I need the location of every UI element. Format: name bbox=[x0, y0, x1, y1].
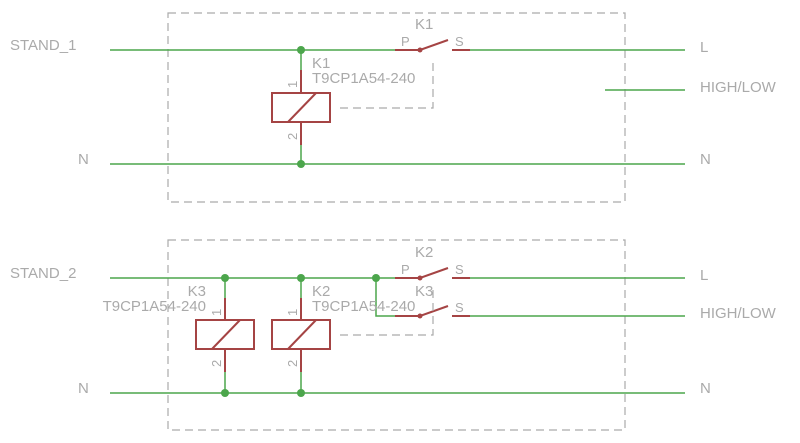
net-label: N bbox=[78, 151, 89, 168]
part-value: T9CP1A54-240 bbox=[312, 298, 415, 315]
relay-coil-k3[interactable] bbox=[195, 298, 255, 372]
circuit-2: STAND_2 N L HIGH/LOW N K3 T9CP1A54-240 K… bbox=[10, 239, 777, 431]
part-name: K2 bbox=[415, 244, 433, 261]
net-label: STAND_2 bbox=[10, 265, 76, 282]
pin-label: P bbox=[401, 262, 410, 277]
pin-label: 1 bbox=[285, 309, 300, 316]
pin-label: 1 bbox=[285, 81, 300, 88]
junction bbox=[221, 389, 229, 397]
junction bbox=[297, 160, 305, 168]
mechanical-link bbox=[340, 286, 434, 336]
net-label: L bbox=[700, 39, 708, 56]
wires-1 bbox=[110, 49, 685, 165]
net-label: HIGH/LOW bbox=[700, 79, 777, 96]
net-label: N bbox=[700, 151, 711, 168]
net-label: STAND_1 bbox=[10, 37, 76, 54]
net-label: N bbox=[700, 380, 711, 397]
circuit-1: STAND_1 N L HIGH/LOW N K1 T9CP1A54-240 1… bbox=[10, 12, 777, 203]
part-name: K1 bbox=[415, 16, 433, 33]
net-label: HIGH/LOW bbox=[700, 305, 777, 322]
part-name: K3 bbox=[415, 283, 433, 300]
mechanical-link bbox=[340, 58, 434, 109]
part-name: K2 bbox=[312, 283, 330, 300]
pin-label: P bbox=[401, 34, 410, 49]
net-label: L bbox=[700, 267, 708, 284]
frame-2 bbox=[167, 239, 626, 431]
pin-label: 2 bbox=[285, 133, 300, 140]
junction bbox=[297, 46, 305, 54]
relay-switch-k3[interactable] bbox=[395, 305, 470, 319]
relay-switch-k1[interactable] bbox=[395, 39, 470, 53]
junction bbox=[297, 389, 305, 397]
relay-coil-k2[interactable] bbox=[271, 298, 331, 372]
wires-2 bbox=[110, 277, 685, 394]
part-value: T9CP1A54-240 bbox=[103, 298, 206, 315]
frame-1 bbox=[167, 12, 626, 203]
junction bbox=[297, 274, 305, 282]
pin-label: 1 bbox=[209, 309, 224, 316]
junction bbox=[372, 274, 380, 282]
pin-label: S bbox=[455, 34, 464, 49]
part-value: T9CP1A54-240 bbox=[312, 70, 415, 87]
relay-switch-k2[interactable] bbox=[395, 267, 470, 281]
pin-label: S bbox=[455, 262, 464, 277]
junction bbox=[221, 274, 229, 282]
relay-coil-k1[interactable] bbox=[271, 70, 331, 145]
part-name: K3 bbox=[188, 283, 206, 300]
pin-label: 2 bbox=[209, 360, 224, 367]
part-name: K1 bbox=[312, 55, 330, 72]
pin-label: 2 bbox=[285, 360, 300, 367]
net-label: N bbox=[78, 380, 89, 397]
pin-label: S bbox=[455, 300, 464, 315]
